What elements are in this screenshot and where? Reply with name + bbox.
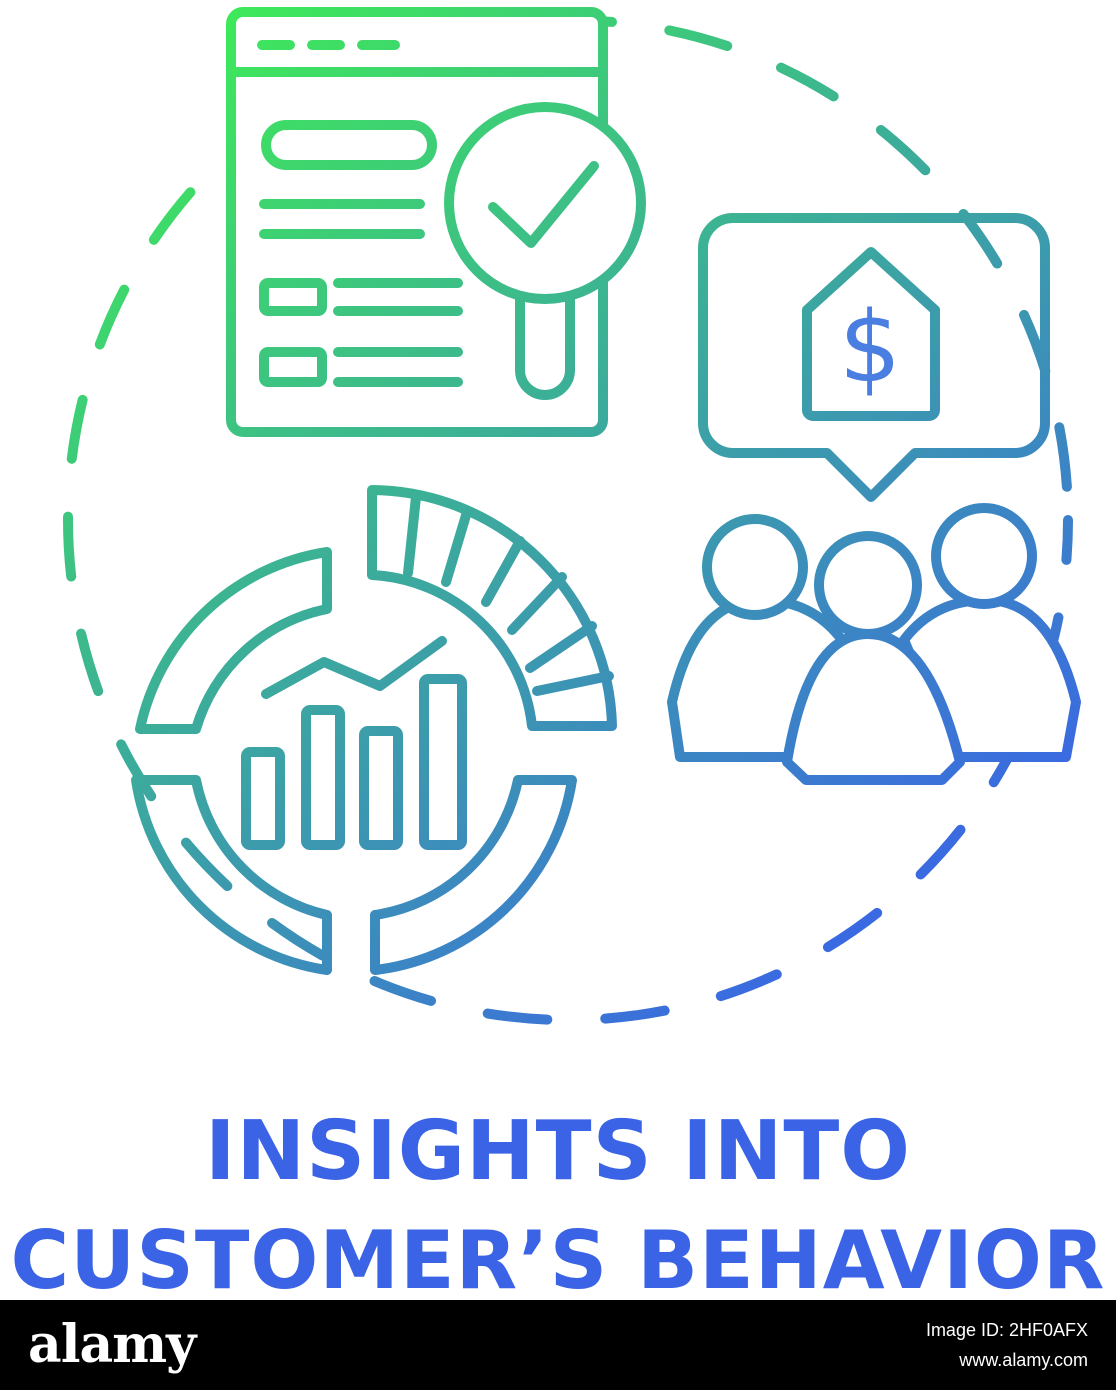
image-id-label: Image ID: 2HF0AFX bbox=[925, 1320, 1088, 1340]
watermark-footer-bar: alamy Image ID: 2HF0AFX www.alamy.com bbox=[0, 1300, 1116, 1390]
site-url-label: www.alamy.com bbox=[959, 1350, 1088, 1370]
caption-line-1: INSIGHTS INTO bbox=[205, 1104, 911, 1199]
customer-group-icon bbox=[667, 503, 1081, 785]
caption-line-2: CUSTOMER’S BEHAVIOR bbox=[10, 1214, 1106, 1307]
concept-icon-illustration: $ bbox=[63, 7, 1081, 1025]
price-tag-speech-bubble-icon bbox=[698, 213, 1050, 502]
alamy-logo: alamy bbox=[28, 1314, 196, 1375]
analytics-donut-chart-icon bbox=[131, 485, 617, 975]
price-tag-dollar-sign: $ bbox=[839, 291, 901, 405]
magnifier-check-icon bbox=[444, 102, 646, 400]
